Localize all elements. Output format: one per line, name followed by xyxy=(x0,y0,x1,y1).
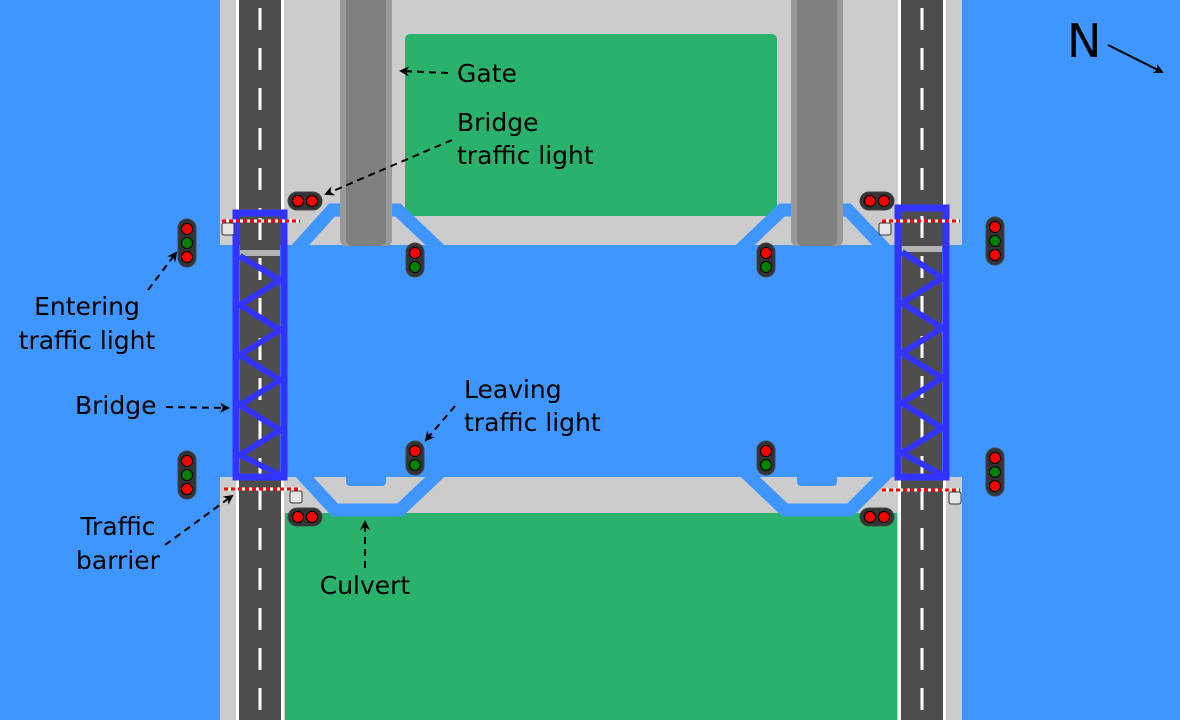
red-lamp xyxy=(306,511,318,523)
leaving-light-label-1: Leaving xyxy=(464,375,562,404)
north-label: N xyxy=(1067,14,1101,68)
red-lamp xyxy=(864,511,876,523)
green-lamp xyxy=(409,459,421,471)
leaving-light-arrow xyxy=(424,405,456,442)
traffic-barrier-ne xyxy=(878,219,960,236)
entering-traffic-light-ne xyxy=(985,216,1005,266)
red-lamp xyxy=(878,195,890,207)
red-lamp xyxy=(181,251,193,263)
barrier-label-2: barrier xyxy=(76,546,161,575)
entering-light-arrow xyxy=(147,251,178,291)
green-lamp xyxy=(989,466,1001,478)
culvert-se xyxy=(740,467,893,517)
green-lamp xyxy=(181,469,193,481)
barrier-label-1: Traffic xyxy=(79,512,155,541)
green-lamp xyxy=(760,459,772,471)
red-lamp xyxy=(181,455,193,467)
bridge-traffic-light-ne xyxy=(859,191,895,211)
bridge-light-label-1: Bridge xyxy=(457,108,539,137)
grass-south xyxy=(285,513,897,720)
red-lamp xyxy=(989,249,1001,261)
gate-arrow xyxy=(399,66,449,77)
bridge-traffic-light-nw xyxy=(287,191,323,211)
traffic-barrier-sw xyxy=(224,487,303,504)
green-lamp xyxy=(409,261,421,273)
entering-light-label-1: Entering xyxy=(34,292,140,321)
bridge-light-label-2: traffic light xyxy=(457,141,594,170)
leaving-traffic-light-nw xyxy=(405,242,425,278)
gate-west xyxy=(340,0,392,246)
grass-island xyxy=(405,34,777,216)
red-lamp xyxy=(760,247,772,259)
red-lamp xyxy=(409,247,421,259)
traffic-barrier-se xyxy=(882,488,962,505)
culvert-sw xyxy=(295,467,445,517)
gate-east xyxy=(791,0,843,246)
red-lamp xyxy=(409,445,421,457)
red-lamp xyxy=(181,223,193,235)
leaving-light-label-2: traffic light xyxy=(464,408,601,437)
lock-chamber xyxy=(285,245,897,477)
entering-light-label-2: traffic light xyxy=(19,326,156,355)
traffic-barrier-nw xyxy=(221,219,300,236)
red-lamp xyxy=(181,483,193,495)
north-arrow-icon xyxy=(1107,44,1164,73)
bridge-label: Bridge xyxy=(75,391,157,420)
red-lamp xyxy=(292,511,304,523)
bridge-traffic-light-se xyxy=(859,507,895,527)
barrier-arrow xyxy=(164,494,234,546)
green-lamp xyxy=(181,237,193,249)
red-lamp xyxy=(989,480,1001,492)
bridge-east xyxy=(894,204,950,481)
red-lamp xyxy=(878,511,890,523)
green-lamp xyxy=(989,235,1001,247)
red-lamp xyxy=(989,452,1001,464)
green-lamp xyxy=(760,261,772,273)
bridge-traffic-light-sw xyxy=(287,507,323,527)
bridge-light-arrow xyxy=(324,139,453,196)
red-lamp xyxy=(306,195,318,207)
entering-traffic-light-nw xyxy=(177,218,197,268)
leaving-traffic-light-sw xyxy=(405,440,425,476)
leaving-traffic-light-ne xyxy=(756,242,776,278)
red-lamp xyxy=(989,221,1001,233)
red-lamp xyxy=(864,195,876,207)
entering-traffic-light-se xyxy=(985,447,1005,497)
culvert-label: Culvert xyxy=(320,571,411,600)
red-lamp xyxy=(292,195,304,207)
gate-label: Gate xyxy=(457,59,517,88)
leaving-traffic-light-se xyxy=(756,440,776,476)
red-lamp xyxy=(760,445,772,457)
bridge-arrow xyxy=(165,402,230,413)
bridge-west xyxy=(232,209,288,481)
entering-traffic-light-sw xyxy=(177,450,197,500)
